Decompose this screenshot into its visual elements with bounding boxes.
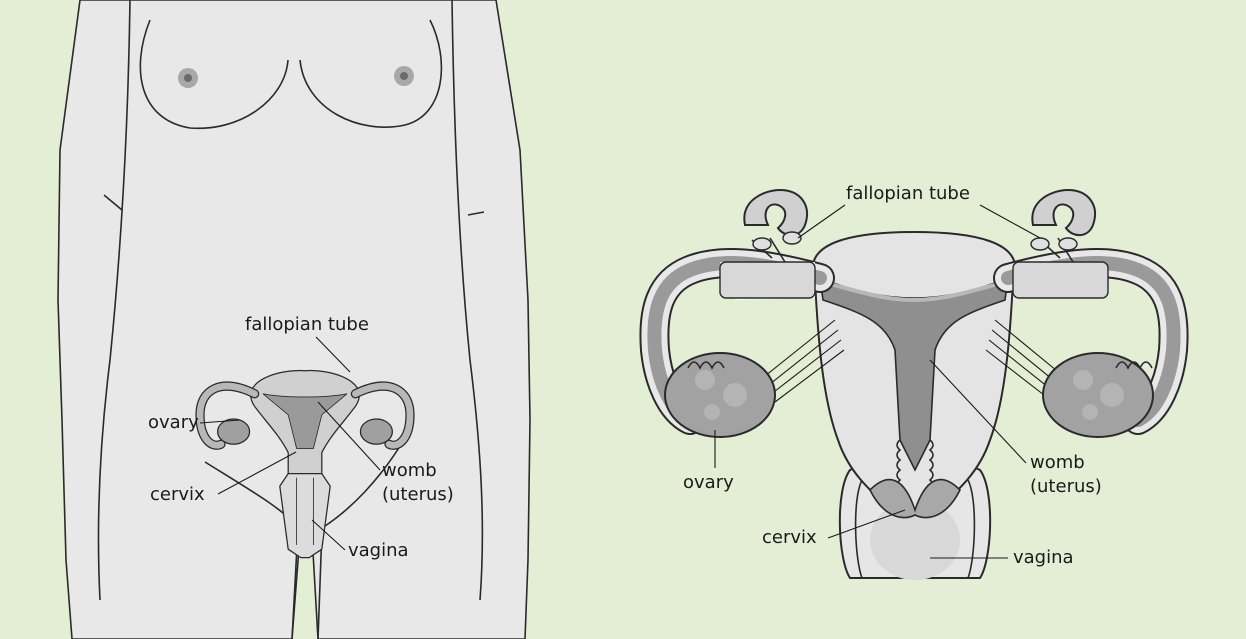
- left-label-uterus: (uterus): [382, 484, 454, 505]
- right-leader-fallopian-tube-right: [980, 205, 1040, 238]
- left-label-vagina: vagina: [348, 540, 409, 561]
- right-label-womb: womb: [1030, 452, 1085, 473]
- large-right-tube-hook: [1032, 190, 1095, 235]
- right-label-uterus: (uterus): [1030, 476, 1102, 497]
- left-label-cervix: cervix: [150, 484, 205, 505]
- small-left-ovary: [218, 419, 250, 444]
- large-right-ovary-follicle-1: [1073, 370, 1093, 390]
- large-right-ovary: [1043, 353, 1153, 437]
- left-label-ovary: ovary: [148, 412, 199, 433]
- right-label-vagina: vagina: [1013, 547, 1074, 568]
- small-vagina: [280, 474, 330, 558]
- large-left-ovary-follicle-2: [723, 383, 747, 407]
- right-label-fallopian-tube: fallopian tube: [846, 183, 970, 204]
- right-nipple-center: [400, 72, 408, 80]
- left-label-fallopian-tube: fallopian tube: [245, 314, 369, 335]
- left-nipple-center: [184, 74, 192, 82]
- right-reproductive-organs: [654, 190, 1173, 580]
- right-label-cervix: cervix: [762, 527, 817, 548]
- large-left-tube-opening-1: [753, 238, 771, 250]
- left-label-womb: womb: [382, 460, 437, 481]
- large-right-ovary-follicle-2: [1100, 383, 1124, 407]
- large-left-ovary-follicle-3: [704, 404, 720, 420]
- large-left-tube-hook: [744, 190, 807, 235]
- large-right-tube-opening-2: [1059, 238, 1077, 250]
- large-left-ovary-follicle-1: [695, 370, 715, 390]
- right-label-ovary: ovary: [683, 472, 734, 493]
- large-right-tube-opening-1: [1031, 238, 1049, 250]
- small-right-ovary: [360, 419, 392, 444]
- large-left-ovary: [665, 353, 775, 437]
- large-left-ligament: [720, 262, 815, 298]
- large-right-ovary-follicle-3: [1082, 404, 1098, 420]
- large-right-ligament: [1013, 262, 1108, 298]
